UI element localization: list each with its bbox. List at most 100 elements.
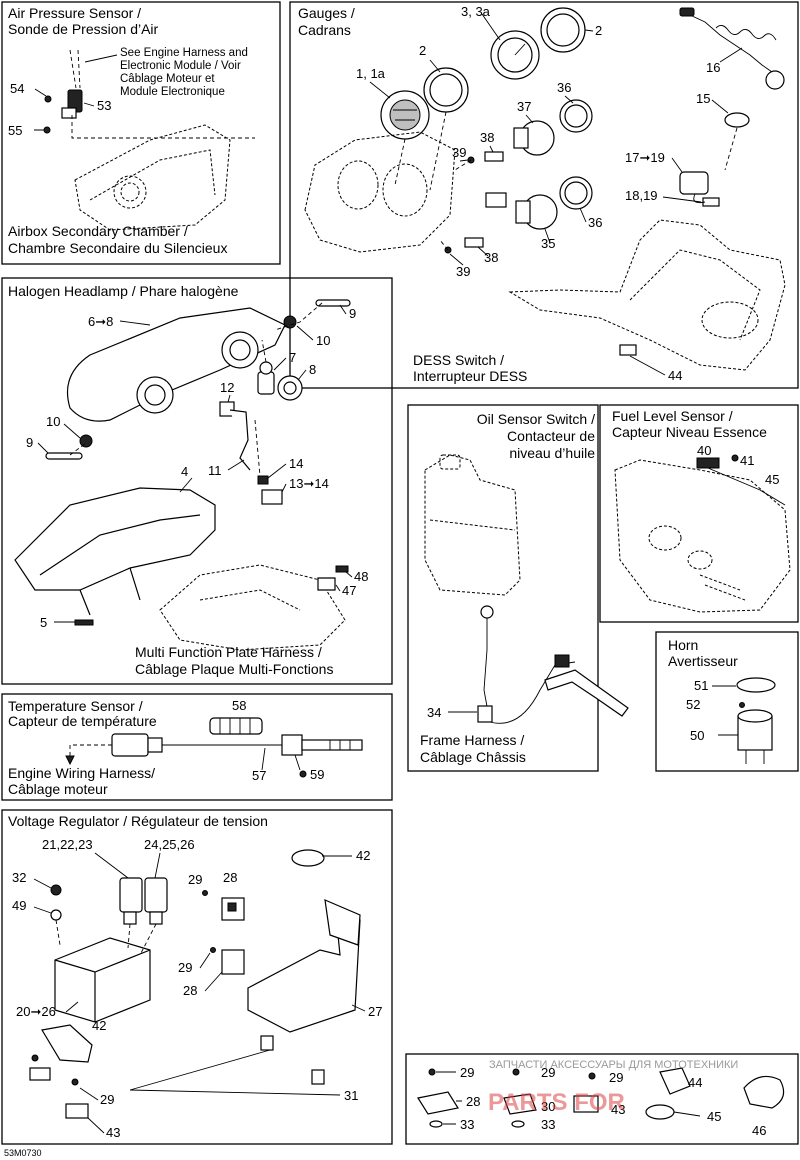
fastener-plate-30	[503, 1093, 537, 1115]
label-45: 45	[765, 472, 779, 487]
headlamp-housing	[66, 307, 286, 422]
label-10-a: 10	[316, 333, 330, 348]
label-54: 54	[10, 81, 24, 96]
horn-title-en: Horn	[668, 637, 698, 653]
screw-31	[260, 1035, 325, 1085]
dess-switch	[679, 171, 720, 207]
label-14: 14	[289, 456, 303, 471]
air-pressure-title-en: Air Pressure Sensor /	[8, 5, 141, 21]
fastener-screw-29-b	[512, 1068, 520, 1076]
label-16: 16	[706, 60, 720, 75]
label-59: 59	[310, 767, 324, 782]
clip-leaders	[79, 1087, 105, 1134]
label-43-a: 43	[106, 1125, 120, 1140]
connector-38-bottom	[464, 237, 484, 248]
grommet-12	[219, 401, 235, 417]
label-36-b: 36	[588, 215, 602, 230]
voltage-title: Voltage Regulator / Régulateur de tensio…	[8, 813, 268, 829]
fastener-tie-45	[645, 1104, 701, 1120]
tube-11	[229, 409, 251, 471]
headlamp-title: Halogen Headlamp / Phare halogène	[8, 283, 239, 299]
screw-9-top	[315, 299, 351, 307]
leader-15	[711, 99, 729, 114]
clip-47	[317, 577, 336, 591]
temp-to-harness	[69, 744, 112, 760]
label-17-19: 17➞19	[625, 150, 665, 165]
gauge-dash-leads	[394, 111, 472, 251]
label-38-b: 38	[484, 250, 498, 265]
air-pressure-note-1: See Engine Harness and	[120, 47, 248, 59]
label-29-c: 29	[100, 1092, 114, 1107]
headlamp-dash-leads	[69, 302, 323, 477]
temp-leaders	[261, 747, 301, 771]
fastener-clamp-46	[743, 1075, 785, 1109]
gauge-housing	[304, 131, 456, 253]
bezel-36-top	[559, 99, 593, 133]
engine-harness-fr: Câblage moteur	[8, 781, 108, 797]
bracket-leaders	[199, 952, 223, 992]
watermark-logo: PARTS FOR	[488, 1089, 625, 1116]
oil-sensor-switch-34	[477, 705, 493, 723]
temperature-panel-frame	[1, 693, 393, 801]
frame-harness-fr: Câblage Châssis	[420, 749, 526, 765]
label-47: 47	[342, 583, 356, 598]
label-42-b: 42	[92, 1018, 106, 1033]
label-35: 35	[541, 236, 555, 251]
mounting-plate-27	[247, 899, 361, 1033]
multi-function-plate	[159, 564, 346, 651]
bracket-28-a	[221, 897, 245, 921]
screw-29-d	[71, 1078, 79, 1086]
label-f-29-b: 29	[541, 1065, 555, 1080]
leader-44	[629, 355, 666, 376]
label-9-b: 9	[26, 435, 33, 450]
oil-sensor-probe	[483, 618, 489, 713]
frame-harness	[544, 669, 629, 717]
label-39-a: 39	[452, 145, 466, 160]
air-pressure-panel-frame	[1, 1, 281, 265]
air-pressure-title-fr: Sonde de Pression d’Air	[8, 21, 159, 37]
voltage-regulator-panel-frame	[1, 809, 393, 1145]
temp-sensor-57	[111, 733, 363, 757]
fuel-tank	[614, 459, 791, 613]
horn-50	[737, 709, 773, 764]
oil-sensor-panel-frame	[407, 404, 599, 772]
label-8: 8	[309, 362, 316, 377]
mf-plate-label-en: Multi Function Plate Harness /	[135, 644, 322, 660]
label-49: 49	[12, 898, 26, 913]
horn-grease-52	[739, 702, 745, 708]
label-f-30: 30	[541, 1099, 555, 1114]
label-f-46: 46	[752, 1123, 766, 1138]
horn-ring-51	[736, 677, 776, 693]
watermark-text: ЗАПЧАСТИ АКСЕССУАРЫ ДЛЯ МОТОТЕХНИКИ	[489, 1059, 738, 1071]
temp-sleeve-58	[209, 717, 263, 735]
label-36-a: 36	[557, 80, 571, 95]
temp-arrow	[65, 755, 75, 766]
oil-sensor-seal	[480, 605, 494, 619]
fasteners-panel-frame	[405, 1053, 799, 1145]
gauge-leaders	[369, 13, 594, 266]
leader-16	[719, 47, 743, 63]
horn-panel-frame	[655, 631, 799, 772]
note-leader	[84, 54, 118, 63]
engine-harness-en: Engine Wiring Harness/	[8, 765, 155, 781]
label-40: 40	[697, 443, 711, 458]
oil-title-1: Oil Sensor Switch /	[477, 411, 595, 427]
dess-title-fr: Interrupteur DESS	[413, 368, 527, 384]
label-12: 12	[220, 380, 234, 395]
fastener-screw-29-a	[428, 1068, 436, 1076]
bezel-2-top	[540, 7, 586, 53]
gauges-title-en: Gauges /	[298, 5, 355, 21]
screw-5	[74, 619, 94, 626]
label-f-29-c: 29	[609, 1070, 623, 1085]
leader-20-26	[65, 1001, 79, 1013]
label-39-b: 39	[456, 264, 470, 279]
screw-29-b	[210, 947, 216, 953]
nut-32	[50, 884, 62, 896]
label-44: 44	[668, 368, 682, 383]
label-50: 50	[690, 728, 704, 743]
airbox-label-en: Airbox Secondary Chamber /	[8, 223, 188, 239]
label-4: 4	[181, 464, 188, 479]
screw-55	[43, 126, 51, 134]
dess-leaders	[662, 157, 702, 203]
